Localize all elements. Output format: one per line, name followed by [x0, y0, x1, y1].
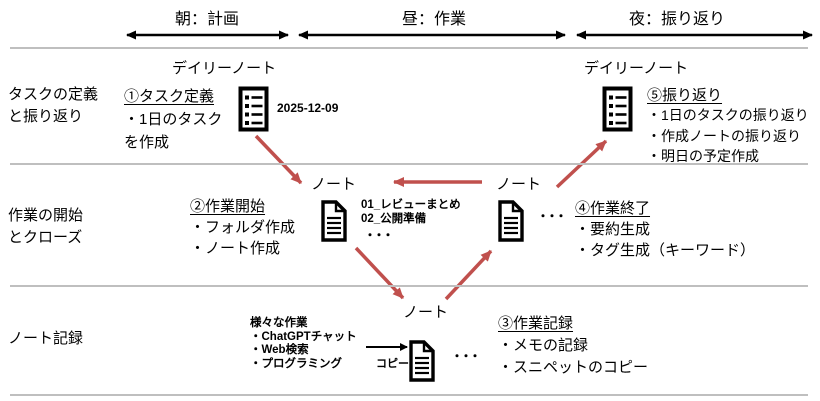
node-task-define: ①タスク定義 ・1日のタスク を作成 — [124, 85, 222, 154]
node-work-start: ②作業開始 ・フォルダ作成 ・ノート作成 — [190, 196, 295, 259]
node-reflection-title: ⑤振り返り — [647, 87, 723, 104]
document-icon — [409, 340, 435, 382]
arrow-task-define-to-work-start — [254, 134, 303, 185]
node-work-record-title: ③作業記録 — [498, 315, 574, 332]
node-reflection-bullets: ・1日のタスクの振り返り ・作成ノートの振り返り ・明日の予定作成 — [647, 107, 809, 164]
daily-note-label-morning: デイリーノート — [172, 60, 277, 77]
node-work-start-bullets: ・フォルダ作成 ・ノート作成 — [190, 219, 296, 257]
separator-line — [10, 285, 808, 287]
separator-line — [10, 47, 808, 49]
row-label-task-definition: タスクの定義 と振り返り — [8, 86, 99, 125]
arrow-record-note-to-work-end — [444, 249, 493, 301]
work-note-ellipsis: ・・・ — [364, 228, 394, 242]
node-work-end: ④作業終了 ・要約生成 ・タグ生成（キーワード） — [575, 198, 755, 261]
arrow-work-note-to-record-note — [354, 246, 405, 300]
daily-note-label-evening: デイリーノート — [584, 60, 689, 77]
note-label-work: ノート — [311, 176, 357, 193]
work-note-file-list: 01_レビューまとめ 02_公開準備 — [361, 199, 461, 225]
note-label-record: ノート — [403, 304, 449, 321]
row-label-note-record: ノート記録 — [8, 330, 84, 347]
checklist-icon — [238, 86, 269, 132]
checklist-icon — [602, 86, 633, 132]
separator-line — [10, 394, 808, 396]
work-end-note-ellipsis: ・・・ — [537, 209, 567, 223]
node-reflection: ⑤振り返り ・1日のタスクの振り返り ・作成ノートの振り返り ・明日の予定作成 — [647, 84, 809, 167]
phase-label-night: 夜：振り返り — [628, 11, 725, 28]
document-icon — [498, 200, 524, 242]
note-label-work-end: ノート — [496, 176, 542, 193]
node-various-tasks-bullets: ・ChatGPTチャット ・Web検索 ・プログラミング — [250, 330, 357, 370]
node-work-record: ③作業記録 ・メモの記録 ・スニペットのコピー — [498, 313, 648, 379]
node-work-end-bullets: ・要約生成 ・タグ生成（キーワード） — [575, 221, 756, 259]
node-task-define-title: ①タスク定義 — [124, 88, 215, 105]
phase-label-noon: 昼：作業 — [401, 11, 466, 28]
separator-line — [10, 163, 808, 165]
record-note-ellipsis: ・・・ — [451, 349, 481, 363]
node-task-define-bullets: ・1日のタスク を作成 — [124, 111, 223, 151]
node-work-record-bullets: ・メモの記録 ・スニペットのコピー — [498, 337, 649, 376]
daily-note-date: 2025-12-09 — [277, 101, 339, 115]
copy-arrow-label: コピー — [376, 358, 409, 370]
node-work-end-title: ④作業終了 — [575, 200, 651, 217]
node-work-start-title: ②作業開始 — [190, 198, 266, 215]
row-label-work-start-close: 作業の開始 とクローズ — [8, 207, 84, 246]
document-icon — [321, 200, 347, 242]
node-various-tasks: 様々な作業 ・ChatGPTチャット ・Web検索 ・プログラミング — [250, 317, 357, 371]
phase-label-morning: 朝：計画 — [174, 11, 239, 28]
node-various-tasks-title: 様々な作業 — [250, 317, 308, 329]
